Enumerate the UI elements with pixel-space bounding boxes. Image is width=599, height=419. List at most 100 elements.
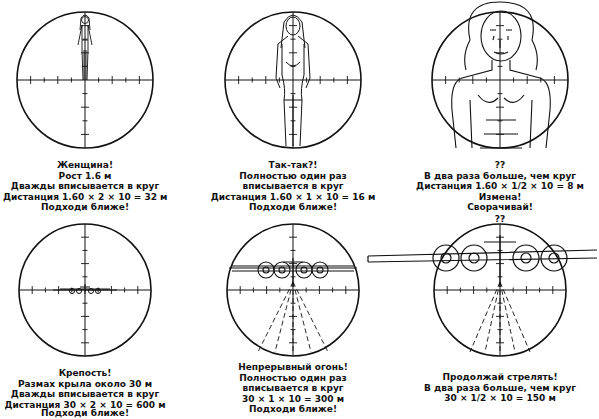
reticle-stroke (83, 66, 88, 67)
caption-line: Крепость! (59, 368, 112, 379)
reticle-stroke (19, 224, 151, 356)
caption-line: Дистанция 1.60 × 2 × 10 = 32 м (3, 192, 167, 203)
caption-line: Подходи ближе! (249, 202, 337, 213)
reticle-stroke (44, 78, 45, 83)
reticle-stroke (498, 66, 503, 67)
reticle-stroke (81, 316, 89, 317)
caption-line: Непрерывный огонь! (238, 362, 348, 373)
caption-line: Рост 1.6 м (59, 171, 112, 182)
reticle-stroke (279, 288, 280, 293)
reticle-stroke (289, 237, 297, 238)
reticle-stroke (83, 276, 88, 277)
bomber-plane (368, 235, 597, 352)
caption-line: Сворачивай! (467, 202, 533, 213)
reticle-stroke (85, 12, 86, 148)
reticle-stroke (124, 288, 125, 293)
caption-line: Дважды вписывается в круг (11, 181, 159, 192)
reticle-stroke (81, 263, 89, 264)
reticle-stroke (498, 39, 503, 40)
reticle-stroke (289, 25, 297, 26)
reticle-stroke (279, 78, 280, 83)
reticle-stroke (460, 288, 461, 293)
caption-line: Так-так?! (269, 160, 318, 171)
reticle-stroke (472, 76, 473, 84)
reticle-stroke (320, 76, 321, 84)
caption-line: 30 × 1/2 × 10 = 150 м (444, 393, 556, 404)
reticle-stroke (291, 329, 296, 330)
reticle-stroke (496, 25, 504, 26)
caption-line: Женщина! (57, 160, 113, 171)
caption-line: Размах крыла около 30 м (18, 379, 152, 390)
reticle-stroke (289, 52, 297, 53)
reticle-stroke (552, 286, 553, 294)
reticle-stroke (125, 78, 126, 83)
reticle-stroke (319, 286, 320, 294)
reticle-stroke (98, 78, 99, 83)
reticle-stroke (291, 250, 296, 251)
reticle-stroke (238, 76, 239, 84)
reticle-stroke (45, 288, 46, 293)
reticle-stroke (83, 329, 88, 330)
reticle-stroke (306, 78, 307, 83)
caption-line: В два раза больше, чем круг (424, 383, 576, 394)
reticle-stroke (32, 286, 33, 294)
reticle-stroke (291, 93, 296, 94)
caption-line: В два раза больше, чем круг (424, 171, 576, 182)
bomber-plane (53, 284, 117, 294)
reticle-stroke (486, 78, 487, 83)
reticle-stroke (112, 76, 113, 84)
reticle-stroke (554, 76, 555, 84)
reticle-stroke (265, 76, 266, 84)
reticle-stroke (266, 286, 267, 294)
caption-line: 30 × 1 × 10 = 300 м (242, 394, 344, 405)
bomber-plane (229, 258, 357, 352)
reticle-stroke (71, 78, 72, 83)
reticle-stroke (445, 76, 446, 84)
reticle-stroke (253, 288, 254, 293)
caption-line: Дистанция 1.60 × 1 × 10 = 16 м (211, 192, 375, 203)
reticle-stroke (345, 286, 346, 294)
reticle-stroke (81, 342, 89, 343)
reticle-stroke (434, 224, 566, 356)
reticle-stroke (240, 286, 241, 294)
reticle-stroke (486, 288, 487, 293)
reticle-stroke (83, 93, 88, 94)
reticle-stroke (539, 288, 540, 293)
reticle-stroke (83, 250, 88, 251)
reticle-stroke (500, 12, 501, 148)
reticle-stroke (473, 286, 474, 294)
reticle-stroke (227, 224, 359, 356)
caption-line: Полностью один раз (239, 171, 347, 182)
reticle-stroke (432, 12, 568, 148)
reticle-stroke (57, 76, 58, 84)
question-note: ?? (495, 214, 505, 225)
reticle-stroke (526, 286, 527, 294)
reticle-stroke (83, 120, 88, 121)
reticle-stroke (333, 78, 334, 83)
reticle-stroke (306, 288, 307, 293)
caption-line: Подходи ближе! (41, 408, 129, 419)
reticle-stroke (527, 76, 528, 84)
caption-line: Подходи ближе! (41, 202, 129, 213)
caption-line: Продолжай стрелять! (442, 372, 557, 383)
reticle-stroke (30, 76, 31, 84)
question-note: ?? (495, 160, 505, 171)
reticle-stroke (513, 288, 514, 293)
caption-line: Подходи ближе! (249, 404, 337, 415)
reticle-stroke (81, 107, 89, 108)
reticle-stroke (137, 286, 138, 294)
woman-figure (276, 15, 310, 146)
reticle-stroke (291, 39, 296, 40)
reticle-stroke (252, 78, 253, 83)
reticle-stroke (332, 288, 333, 293)
reticle-stroke (498, 329, 503, 330)
reticle-stroke (225, 12, 361, 148)
reticle-stroke (81, 237, 89, 238)
reticle-stroke (139, 76, 140, 84)
caption-line: Измена! (479, 192, 522, 203)
reticle-stroke (347, 76, 348, 84)
reticle-stroke (447, 286, 448, 294)
woman-figure (452, 2, 551, 148)
reticle-stroke (17, 12, 153, 148)
